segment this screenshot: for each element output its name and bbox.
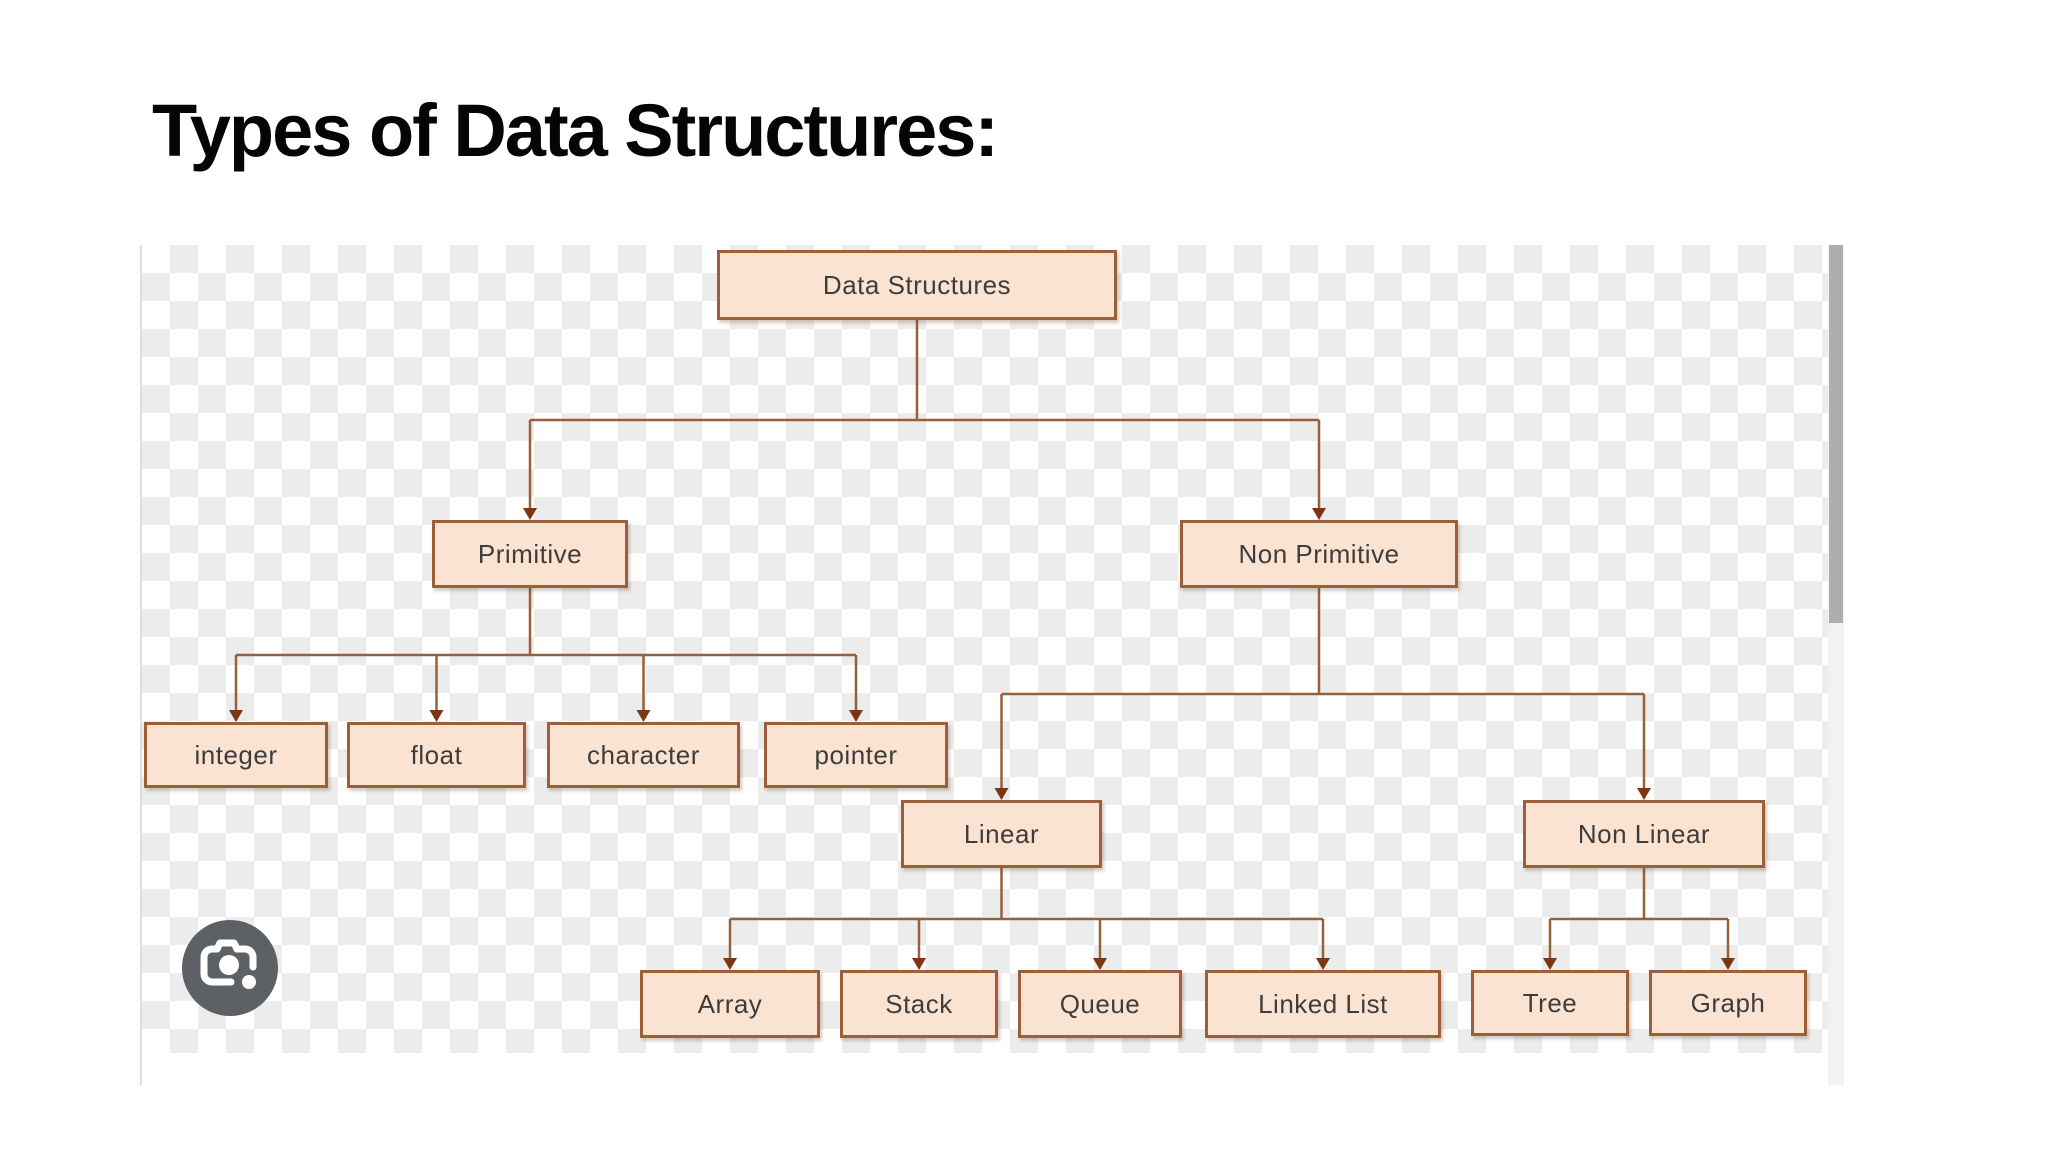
lens-camera-icon bbox=[182, 920, 278, 1016]
lens-button[interactable] bbox=[182, 920, 278, 1016]
image-left-edge bbox=[140, 245, 142, 1085]
scrollbar-thumb[interactable] bbox=[1829, 245, 1843, 623]
page-title: Types of Data Structures: bbox=[152, 89, 999, 172]
